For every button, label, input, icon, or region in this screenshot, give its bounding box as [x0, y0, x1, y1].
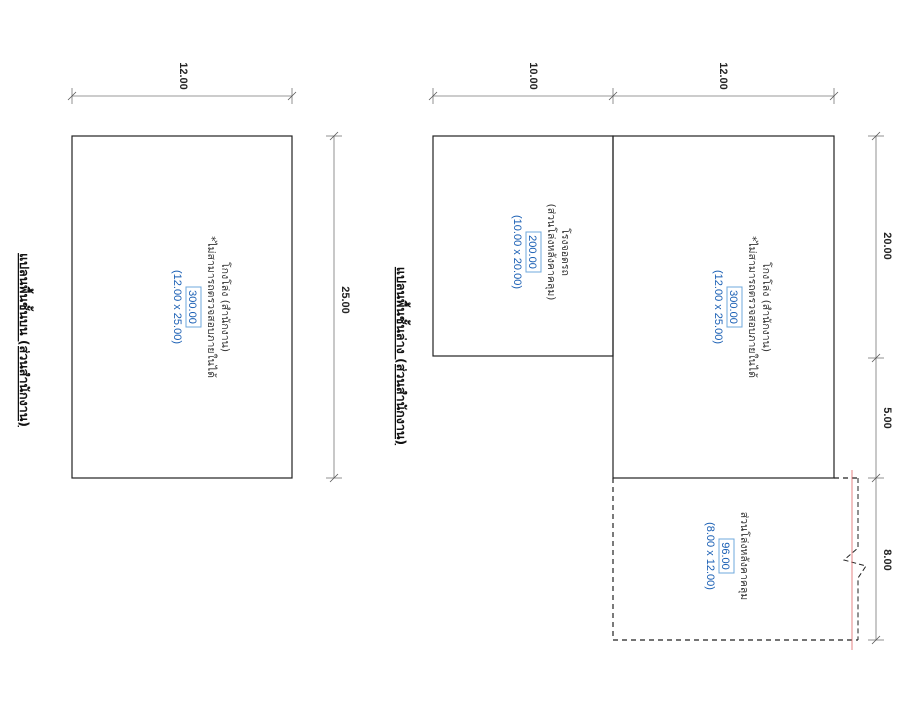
lower-warehouse-label: โกงโล่ง (สำนักงาน) *ไม่สามารถตรวจสอบภายใ…	[712, 236, 773, 378]
covered-area-area: 96.00	[719, 542, 731, 570]
upper-warehouse-area-box	[185, 286, 202, 328]
upper-warehouse-area: 300.00	[186, 290, 198, 324]
upper-warehouse-outline	[71, 135, 293, 479]
garage-area-box	[525, 231, 542, 273]
lower-warehouse-size: (12.00 x 25.00)	[712, 270, 724, 344]
covered-area-size: (8.00 x 12.00)	[704, 522, 716, 590]
upper-warehouse-label: โกงโล่ง (สำนักงาน) *ไม่สามารถตรวจสอบภายใ…	[171, 236, 232, 378]
dim-label-12-top-left: 12.00	[177, 62, 189, 90]
dimension-top-right	[428, 88, 839, 104]
break-line-symbol	[842, 478, 867, 640]
lower-warehouse-note: *ไม่สามารถตรวจสอบภายในได้	[746, 236, 759, 378]
dimension-left-side	[326, 131, 342, 483]
garage-area: 200.00	[526, 235, 538, 269]
dim-label-12-top-right: 12.00	[717, 62, 729, 90]
lower-warehouse-area-box	[726, 286, 743, 328]
dim-label-8-side: 8.00	[881, 549, 893, 570]
dimension-top-left	[67, 88, 297, 104]
garage-size: (10.00 x 20.00)	[511, 215, 523, 289]
lower-floor-title: แปลนพื้นชั้นล่าง (ส่วนสำนักงาน)	[394, 267, 411, 445]
garage-label: โรงจอดรถ (ส่วนโล่งหลังคาคลุม) 200.00 (10…	[511, 204, 572, 301]
lower-warehouse-name: โกงโล่ง (สำนักงาน)	[760, 262, 773, 352]
garage-outline	[432, 135, 614, 357]
dimension-right-side	[868, 131, 884, 645]
upper-warehouse-name: โกงโล่ง (สำนักงาน)	[219, 262, 232, 352]
dim-label-25-side: 25.00	[339, 286, 351, 314]
covered-area-label: ส่วนโล่งหลังคาคลุม 96.00 (8.00 x 12.00)	[704, 512, 751, 600]
lower-warehouse-area: 300.00	[727, 290, 739, 324]
covered-area-outline	[612, 477, 858, 641]
dim-label-5-side: 5.00	[881, 407, 893, 428]
dim-label-10-top: 10.00	[527, 62, 539, 90]
covered-area-area-box	[718, 538, 735, 574]
upper-floor-title: แปลนพื้นชั้นบน (ส่วนสำนักงาน)	[17, 253, 34, 427]
upper-warehouse-size: (12.00 x 25.00)	[171, 270, 183, 344]
covered-area-name: ส่วนโล่งหลังคาคลุม	[738, 512, 751, 600]
dim-label-20-side: 20.00	[881, 232, 893, 260]
garage-name: โรงจอดรถ	[559, 228, 572, 276]
upper-warehouse-note: *ไม่สามารถตรวจสอบภายในได้	[205, 236, 218, 378]
garage-note: (ส่วนโล่งหลังคาคลุม)	[545, 204, 558, 301]
